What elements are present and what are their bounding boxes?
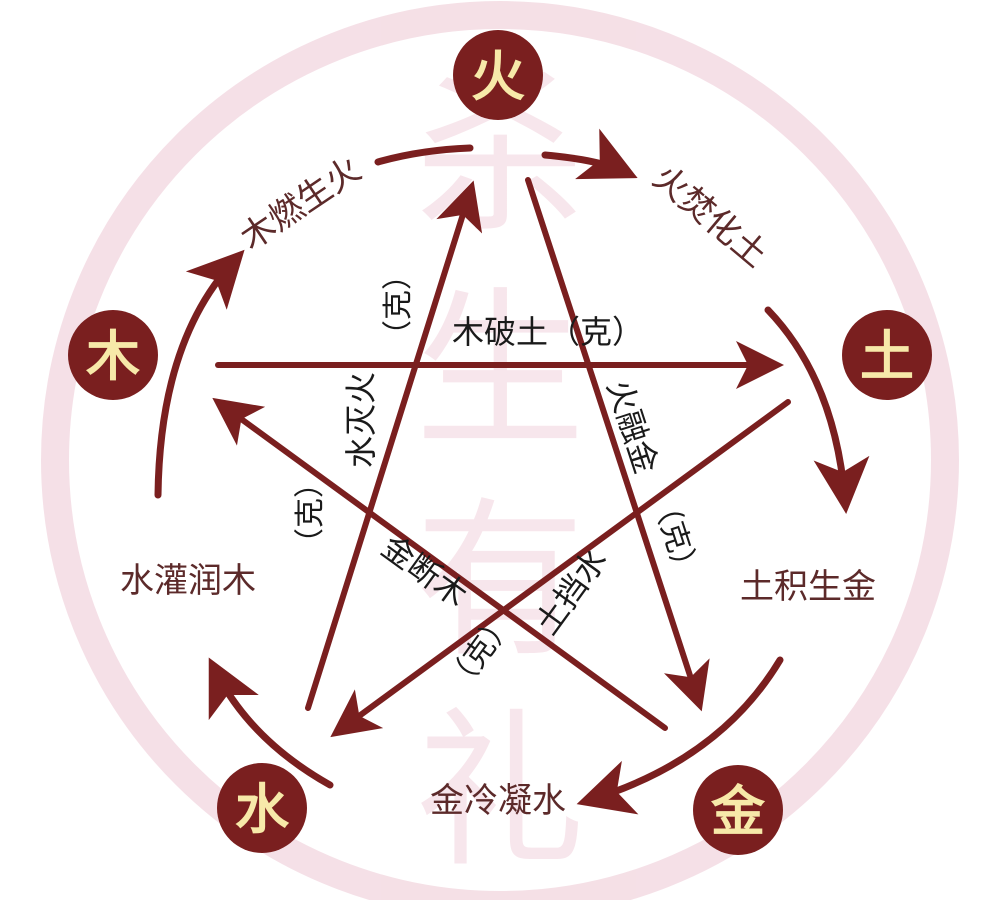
label-wood-earth: 木破土（克） xyxy=(452,313,644,351)
arc-metal-to-water xyxy=(576,656,784,815)
arc-wood-to-fire xyxy=(154,249,245,499)
arc-fire-left xyxy=(374,144,474,166)
node-metal: 金 xyxy=(693,765,783,855)
node-fire: 火 xyxy=(453,30,543,120)
arc-water-to-wood xyxy=(208,657,334,789)
label-earth-metal: 土积生金 xyxy=(740,567,876,607)
controlling-cycle-arrows xyxy=(212,177,791,738)
arc-earth-to-metal xyxy=(764,306,870,514)
label-wood-fire: 木燃生火 xyxy=(233,149,368,258)
watermark-char-4: 礼 xyxy=(415,693,585,891)
watermark-seal: 杀 生 有 礼 xyxy=(41,1,959,900)
node-earth-label: 土 xyxy=(860,325,914,388)
node-metal-label: 金 xyxy=(710,780,766,843)
label-water-wood: 水灌润木 xyxy=(120,561,256,601)
arrow-water-to-fire xyxy=(305,180,483,711)
node-water: 水 xyxy=(217,763,307,853)
label-water-fire-ke-lower: （克） xyxy=(293,468,328,558)
generating-cycle-arcs xyxy=(154,128,870,815)
label-water-fire-ke: （克） xyxy=(381,260,416,350)
label-fire-earth: 火焚化土 xyxy=(645,158,775,276)
node-wood: 木 xyxy=(68,310,158,400)
node-earth: 土 xyxy=(842,310,932,400)
arrow-metal-to-wood xyxy=(212,397,668,731)
node-water-label: 水 xyxy=(235,778,290,841)
label-metal-water: 金冷凝水 xyxy=(430,781,566,821)
node-fire-label: 火 xyxy=(471,45,525,108)
arrow-fire-to-metal xyxy=(525,177,710,712)
arrow-earth-to-water xyxy=(330,399,791,738)
label-water-fire: 水灭火 xyxy=(342,372,380,468)
arc-fire-to-earth xyxy=(541,128,638,180)
watermark-char-2: 生 xyxy=(415,273,585,471)
node-wood-label: 木 xyxy=(86,325,140,388)
